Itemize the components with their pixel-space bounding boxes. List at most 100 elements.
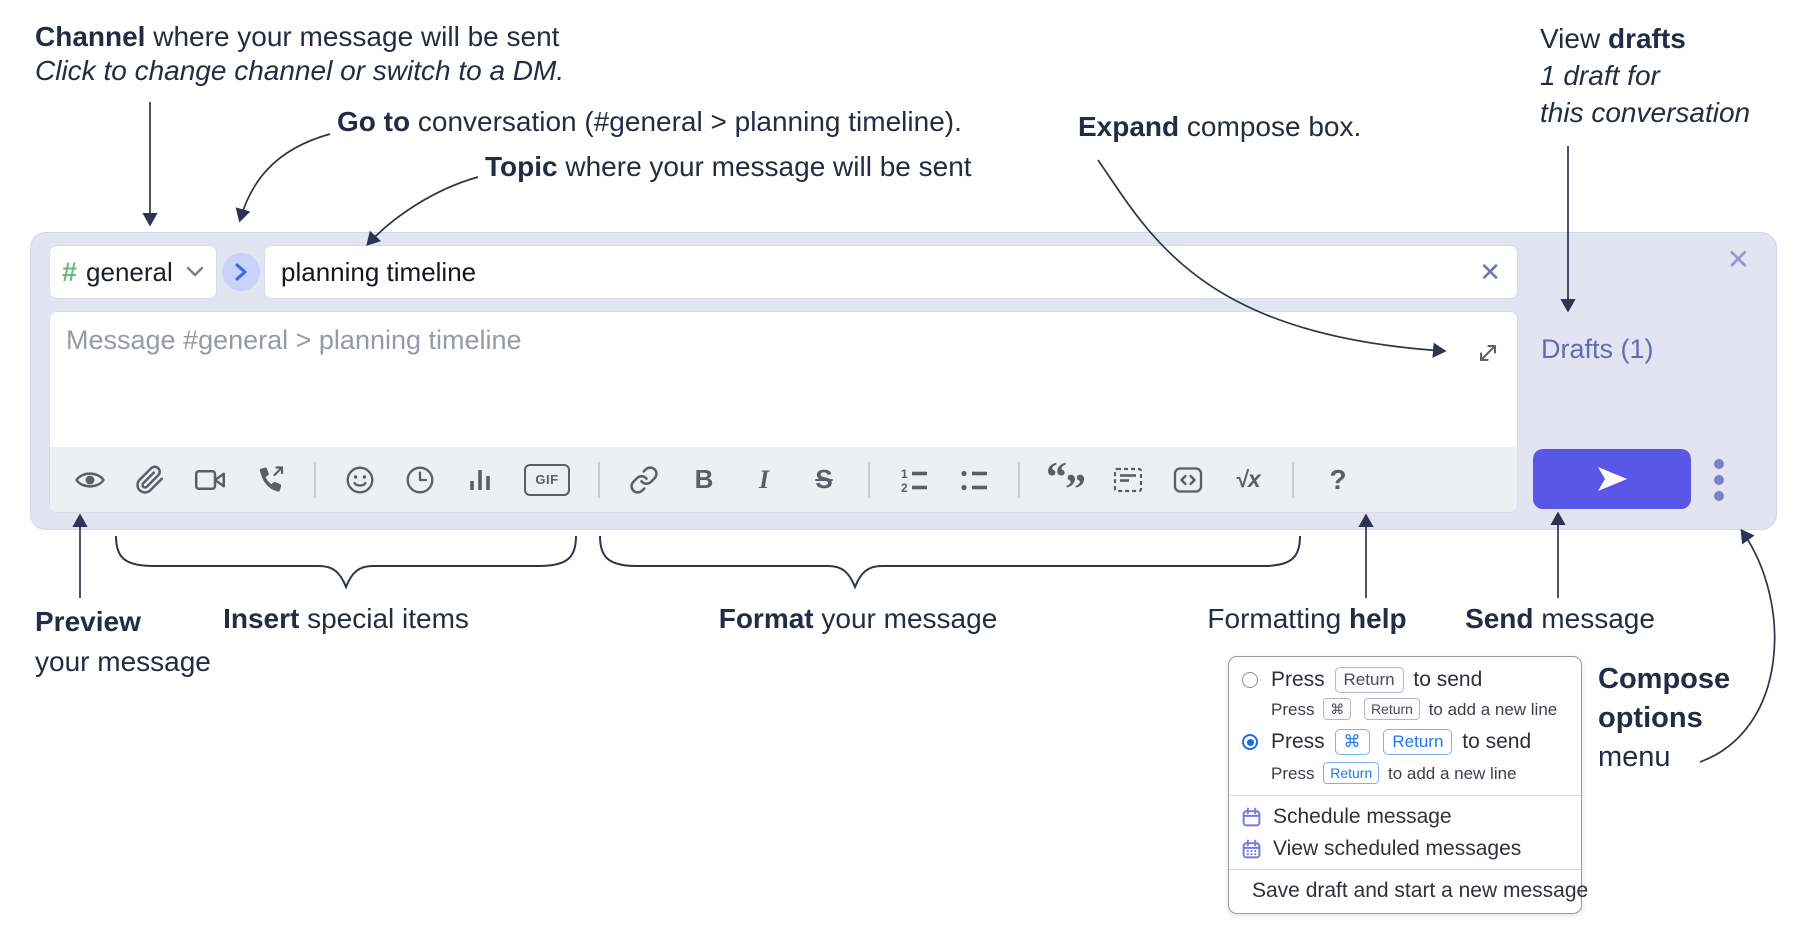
bold-button[interactable]: B	[688, 464, 720, 496]
annotation-send: Send message	[1465, 602, 1655, 636]
return-keycap: Return	[1334, 667, 1404, 693]
ellipsis-dot	[1714, 475, 1724, 485]
option-enter-to-send[interactable]: Press Return to send	[1271, 665, 1482, 695]
topic-input-box: ✕	[264, 245, 1518, 299]
toolbar-divider	[868, 461, 870, 498]
svg-text:1: 1	[901, 467, 908, 481]
annotation-help-bold: help	[1349, 603, 1407, 634]
annotation-options-line3: menu	[1598, 741, 1671, 773]
drafts-link[interactable]: Drafts (1)	[1541, 334, 1654, 364]
menu-item-view-scheduled[interactable]: View scheduled messages	[1241, 833, 1571, 865]
channel-selector[interactable]: # general	[49, 245, 217, 299]
view-scheduled-label: View scheduled messages	[1273, 837, 1522, 860]
bulleted-list-button[interactable]	[958, 464, 990, 496]
spoiler-button[interactable]	[1112, 464, 1144, 496]
spoiler-icon	[1113, 467, 1143, 492]
compose-options-button[interactable]	[1714, 459, 1724, 501]
toolbar-divider	[1018, 461, 1020, 498]
audio-call-button[interactable]	[254, 464, 286, 496]
send-button[interactable]	[1533, 449, 1691, 509]
cmd-keycap: ⌘	[1323, 698, 1352, 720]
insert-link-button[interactable]	[628, 464, 660, 496]
annotation-insert-bold: Insert	[223, 603, 300, 634]
annotation-options-line1: Compose	[1598, 663, 1731, 695]
annotation-view-drafts: View drafts 1 draft for this conversatio…	[1540, 20, 1750, 131]
compose-options-menu: Press Return to send Press ⌘ Return to a…	[1228, 656, 1588, 914]
poll-button[interactable]	[464, 464, 496, 496]
gif-button[interactable]: GIF	[524, 463, 570, 496]
annotation-channel-rest: where your message will be sent	[145, 21, 560, 52]
eye-icon	[75, 471, 105, 488]
go-to-conversation-button[interactable]	[222, 253, 260, 291]
annotation-expand: Expand compose box.	[1078, 110, 1361, 144]
channel-name: general	[86, 256, 173, 287]
gif-icon: GIF	[535, 472, 559, 487]
annotation-insert-rest: special items	[299, 603, 469, 634]
annotation-goto: Go to conversation (#general > planning …	[337, 105, 962, 139]
toolbar-divider	[314, 461, 316, 498]
annotation-topic-rest: where your message will be sent	[557, 151, 972, 182]
expand-compose-button[interactable]	[1475, 340, 1501, 371]
topic-input[interactable]	[265, 246, 1517, 298]
annotation-formatting-help: Formatting help	[1207, 602, 1406, 636]
send-icon	[1598, 467, 1627, 491]
video-call-button[interactable]	[194, 464, 226, 496]
schedule-time-button[interactable]	[404, 464, 436, 496]
press-label: Press	[1271, 668, 1325, 691]
quote-button[interactable]: “ ”	[1046, 457, 1086, 511]
close-compose-button[interactable]: ✕	[1726, 244, 1750, 275]
calendar-icon	[1242, 807, 1261, 826]
chevron-down-icon	[186, 266, 204, 277]
italic-icon: I	[758, 464, 770, 494]
annotation-topic: Topic where your message will be sent	[485, 150, 972, 184]
paperclip-icon	[136, 465, 164, 494]
cmd-keycap: ⌘	[1334, 729, 1370, 755]
brace-insert-group	[115, 535, 577, 590]
toolbar-divider	[1292, 461, 1294, 498]
annotation-preview-bold: Preview	[35, 606, 141, 637]
schedule-message-label: Schedule message	[1273, 805, 1452, 828]
toolbar-divider	[598, 461, 600, 498]
math-icon: √x	[1235, 466, 1261, 492]
quote-icon-close: ”	[1065, 466, 1086, 513]
numbered-list-icon: 1 2	[901, 467, 927, 495]
brace-format-group	[599, 535, 1301, 590]
phone-call-icon	[259, 465, 284, 492]
preview-button[interactable]	[74, 464, 106, 496]
annotation-drafts-line3: this conversation	[1540, 97, 1751, 128]
clear-topic-button[interactable]: ✕	[1479, 257, 1501, 287]
annotation-drafts-line2: 1 draft for	[1540, 60, 1660, 91]
compose-toolbar: GIF B I S 1	[50, 447, 1517, 512]
option-cmd-enter-to-send[interactable]: Press ⌘ Return to send	[1271, 727, 1531, 757]
radio-enter-to-send[interactable]	[1242, 672, 1258, 688]
annotation-channel-line2: Click to change channel or switch to a D…	[35, 55, 565, 86]
menu-item-schedule-message[interactable]: Schedule message	[1241, 801, 1571, 833]
ellipsis-vertical-icon	[1714, 459, 1724, 469]
math-button[interactable]: √x	[1232, 464, 1264, 496]
radio-cmd-enter-to-send[interactable]	[1242, 734, 1258, 750]
bulleted-list-icon	[961, 470, 987, 490]
numbered-list-button[interactable]: 1 2	[898, 464, 930, 496]
annotation-preview: Preview your message	[35, 602, 211, 682]
attach-file-button[interactable]	[134, 464, 166, 496]
emoji-button[interactable]	[344, 464, 376, 496]
quote-icon: “	[1046, 454, 1067, 501]
annotation-format-rest: your message	[813, 603, 998, 634]
annotation-goto-rest: conversation (#general > planning timeli…	[410, 106, 962, 137]
italic-button[interactable]: I	[748, 464, 780, 496]
message-input[interactable]	[50, 312, 1517, 442]
strikethrough-button[interactable]: S	[808, 464, 840, 496]
annotation-expand-rest: compose box.	[1179, 111, 1362, 142]
annotation-format: Format your message	[719, 602, 998, 636]
return-keycap: Return	[1383, 729, 1453, 755]
code-button[interactable]	[1172, 464, 1204, 496]
menu-item-save-draft[interactable]: Save draft and start a new message	[1241, 875, 1588, 907]
smiley-icon	[346, 466, 374, 493]
to-send-label: to send	[1413, 668, 1483, 691]
annotation-send-rest: message	[1533, 603, 1655, 634]
option-enter-subtext: Press ⌘ Return to add a new line	[1271, 697, 1557, 723]
formatting-help-button[interactable]: ?	[1322, 464, 1354, 496]
hash-icon: #	[62, 256, 78, 287]
video-camera-icon	[195, 469, 225, 490]
